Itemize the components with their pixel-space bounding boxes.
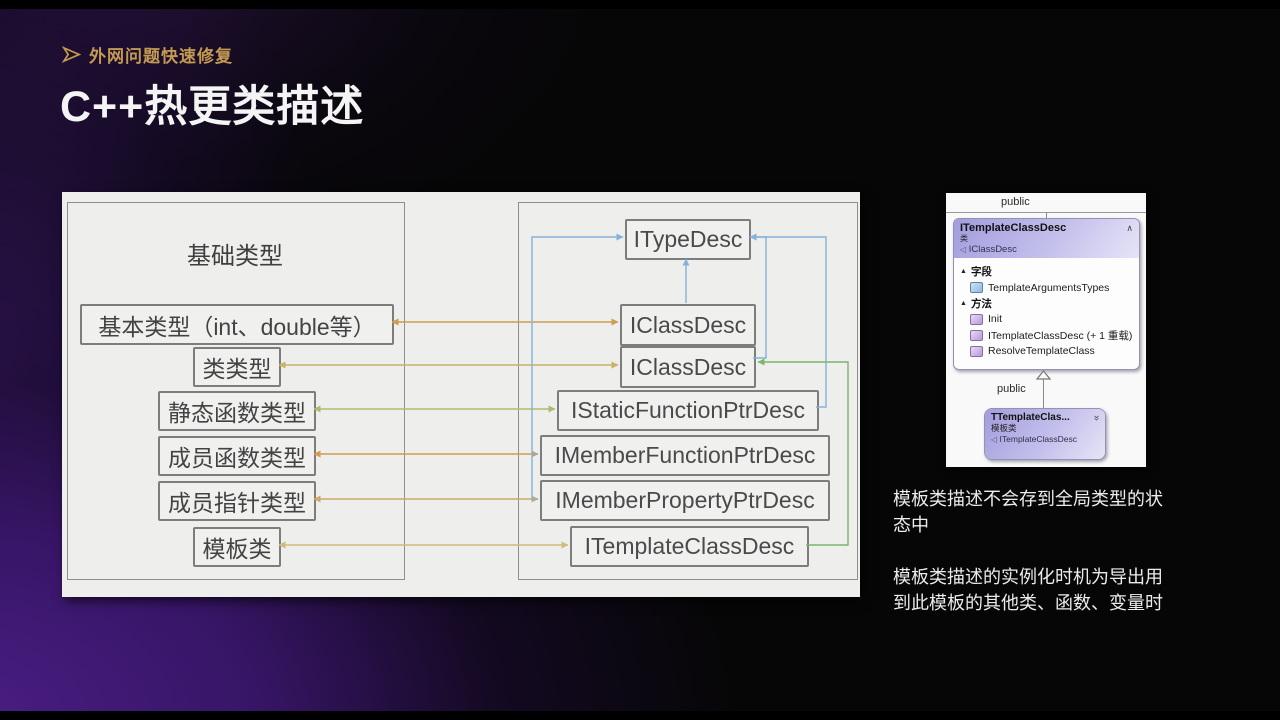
- top-letterbox-bar: [0, 0, 1280, 9]
- fields-section-header: ▲ 字段: [960, 266, 992, 278]
- ttemplateclass-card-title: TTemplateClas...: [991, 412, 1070, 423]
- notes-block: 模板类描述不会存到全局类型的状态中 模板类描述的实例化时机为导出用到此模板的其他…: [893, 486, 1179, 642]
- type-box-static-function: 静态函数类型: [158, 391, 316, 431]
- itemplateclassdesc-card: ITemplateClassDesc ∧ 类 ◁ IClassDesc ▲ 字段…: [953, 218, 1140, 370]
- bottom-letterbox-bar: [0, 711, 1280, 720]
- ttemplateclass-card: TTemplateClas... » 模板类 ◁ ITemplateClassD…: [984, 408, 1106, 460]
- inheritance-vline: [1043, 379, 1044, 408]
- expander-icon[interactable]: ▲: [960, 268, 967, 275]
- expander-icon[interactable]: ▲: [960, 299, 967, 307]
- base-connector-vline: [1046, 212, 1047, 218]
- desc-box-istaticfunctionptrdesc: IStaticFunctionPtrDesc: [557, 390, 819, 431]
- inherits-icon: ◁: [960, 245, 967, 254]
- type-box-template-class: 模板类: [193, 527, 281, 567]
- method-icon: [970, 313, 983, 325]
- method-item: Init: [970, 313, 1133, 325]
- collapse-chevron-icon[interactable]: ∧: [1126, 223, 1133, 233]
- access-label-top: public: [998, 196, 1033, 208]
- desc-box-imemberpropertyptrdesc: IMemberPropertyPtrDesc: [540, 480, 830, 521]
- field-icon: [970, 282, 983, 293]
- field-item: TemplateArgumentsTypes: [970, 282, 1133, 294]
- base-types-panel: [67, 202, 405, 580]
- method-item: ResolveTemplateClass: [970, 345, 1133, 357]
- ttemplateclass-card-base: ◁ ITemplateClassDesc: [991, 434, 1078, 444]
- note-1: 模板类描述不会存到全局类型的状态中: [893, 489, 1163, 535]
- desc-box-iclassdesc-2: IClassDesc: [620, 346, 756, 388]
- desc-box-itemplateclassdesc: ITemplateClassDesc: [570, 526, 809, 567]
- base-types-panel-title: 基础类型: [187, 243, 283, 270]
- type-box-basic: 基本类型（int、double等）: [80, 304, 394, 345]
- method-icon: [970, 345, 983, 357]
- class-designer-panel: public ITemplateClassDesc ∧ 类 ◁ IClassDe…: [946, 193, 1146, 467]
- note-2: 模板类描述的实例化时机为导出用到此模板的其他类、函数、变量时: [893, 567, 1163, 613]
- type-box-member-pointer: 成员指针类型: [158, 481, 316, 521]
- inherits-icon: ◁: [991, 435, 998, 444]
- itemplateclassdesc-card-base: ◁ IClassDesc: [960, 244, 1017, 255]
- section-kicker: 外网问题快速修复: [62, 42, 233, 67]
- ttemplateclass-card-header: TTemplateClas... » 模板类 ◁ ITemplateClassD…: [985, 409, 1105, 459]
- desc-box-imemberfunctionptrdesc: IMemberFunctionPtrDesc: [540, 435, 830, 476]
- expand-chevron-icon[interactable]: »: [1091, 414, 1103, 421]
- itemplateclassdesc-card-body: ▲ 字段 TemplateArgumentsTypes ▲ 方法 Init: [954, 258, 1139, 359]
- desc-types-panel: [518, 202, 858, 580]
- method-icon: [970, 329, 983, 341]
- methods-section-header: ▲ 方法: [960, 297, 992, 310]
- desc-box-iclassdesc-1: IClassDesc: [620, 304, 756, 346]
- page-title: C++热更类描述: [60, 83, 365, 131]
- type-box-class: 类类型: [193, 347, 281, 387]
- access-label-inherit: public: [994, 383, 1029, 395]
- kicker-arrow-icon: [62, 46, 81, 63]
- itemplateclassdesc-card-title: ITemplateClassDesc: [960, 222, 1067, 234]
- ttemplateclass-card-kind: 模板类: [991, 423, 1017, 433]
- type-box-member-function: 成员函数类型: [158, 436, 316, 476]
- itemplateclassdesc-card-header: ITemplateClassDesc ∧ 类 ◁ IClassDesc: [954, 219, 1139, 258]
- itemplateclassdesc-card-kind: 类: [960, 234, 968, 243]
- kicker-label: 外网问题快速修复: [89, 47, 233, 66]
- desc-box-itypedesc: ITypeDesc: [625, 219, 751, 260]
- type-diagram-card: 基础类型 基本类型（int、double等） 类类型 静态函数类型 成员函数类型…: [62, 192, 860, 597]
- method-item: ITemplateClassDesc (+ 1 重载): [970, 328, 1133, 343]
